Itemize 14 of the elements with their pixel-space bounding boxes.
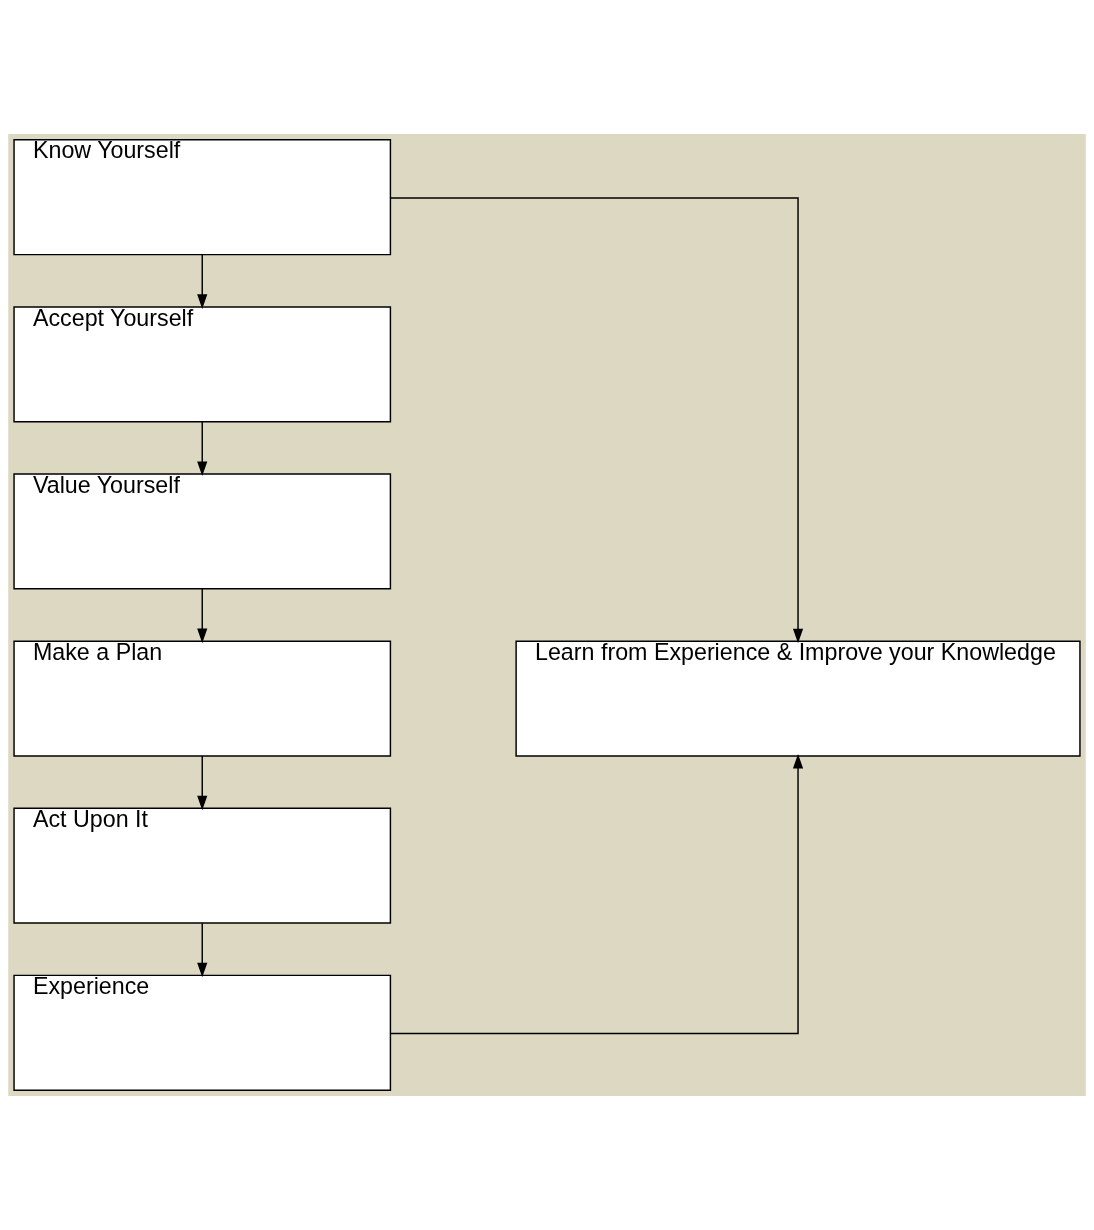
arrow: [197, 254, 208, 309]
arrow: [197, 421, 208, 476]
node-box: Experience: [13, 974, 392, 1091]
node-box: Accept Yourself: [13, 306, 392, 423]
arrow: [390, 197, 804, 644]
arrow: [197, 922, 208, 978]
arrow: [197, 755, 208, 811]
arrow: [197, 588, 208, 644]
node-box: Make a Plan: [13, 640, 392, 757]
node-box: Know Yourself: [13, 139, 392, 256]
node-box: Value Yourself: [13, 473, 392, 590]
node-box: Act Upon It: [13, 807, 392, 924]
arrow: [390, 753, 804, 1035]
node-box: Learn from Experience & Improve your Knowledge: [515, 640, 1081, 757]
